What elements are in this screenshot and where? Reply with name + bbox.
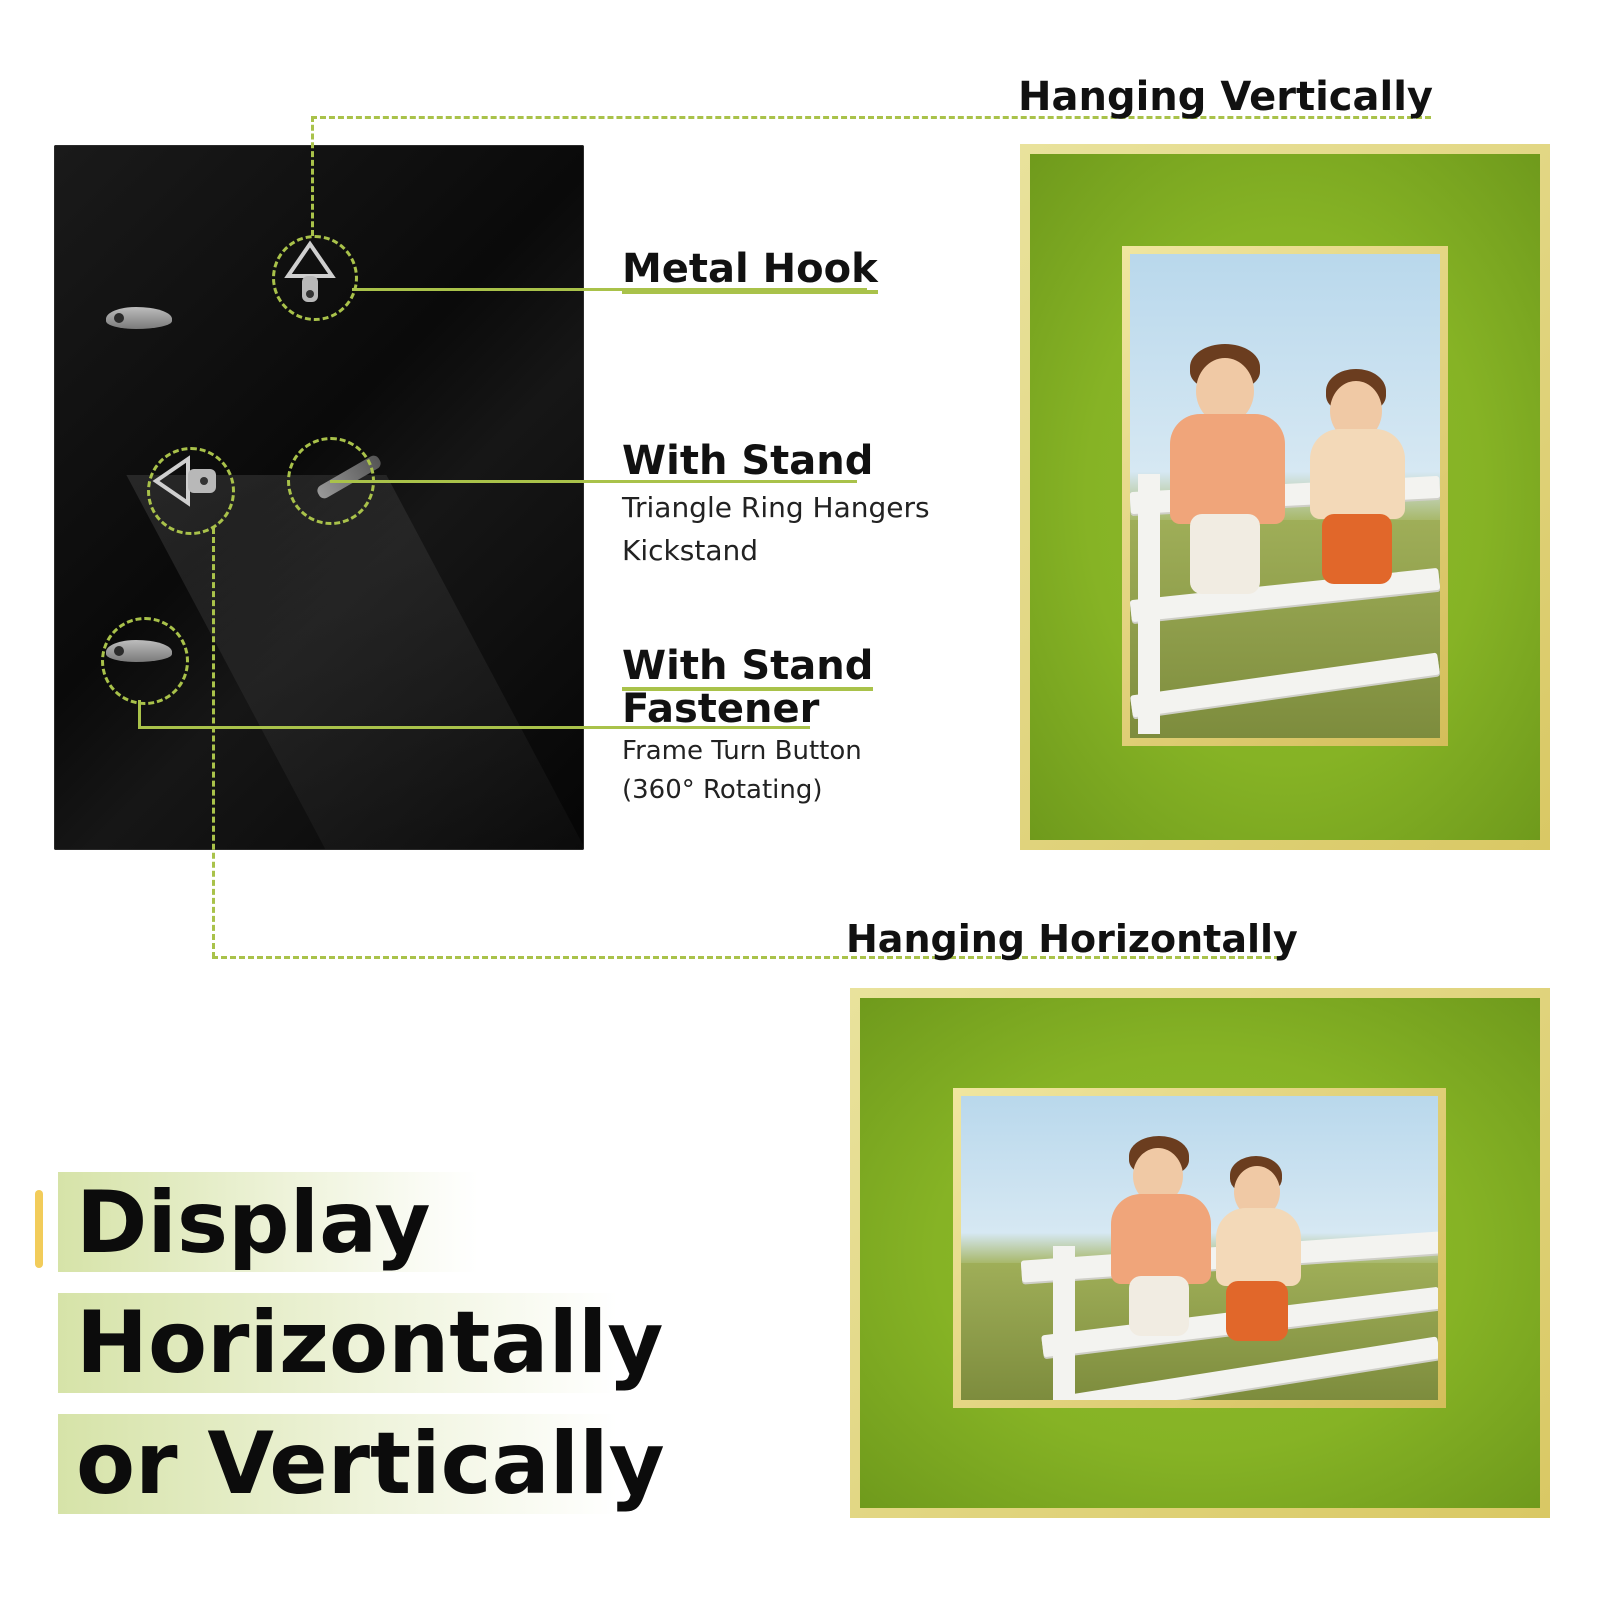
vertical-frame-photo: [1130, 254, 1440, 738]
stand-fastener-title-1: With Stand: [622, 643, 874, 691]
horizontal-frame: [850, 988, 1550, 1518]
tagline-line-3: or Vertically: [76, 1414, 665, 1514]
stand-fastener-title-2: Fastener: [622, 686, 820, 732]
metal-hook-title: Metal Hook: [622, 246, 878, 294]
stand-hangers-line2: Kickstand: [622, 534, 758, 567]
vertical-frame: [1020, 144, 1550, 850]
triangle-hanger-highlight: [147, 447, 235, 535]
fastener-leader-vertical: [138, 700, 141, 728]
tagline-line-1: Display: [76, 1173, 431, 1273]
vertical-connector-up: [311, 116, 314, 236]
hanging-vertically-heading: Hanging Vertically: [1018, 74, 1433, 120]
horizontal-frame-photo: [961, 1096, 1438, 1400]
hanging-horizontally-heading: Hanging Horizontally: [846, 917, 1298, 961]
stand-fastener-line2: (360° Rotating): [622, 775, 823, 805]
accent-bar: [35, 1190, 43, 1268]
metal-hook-leader: [352, 288, 867, 291]
tagline-band-2: [58, 1293, 618, 1393]
stand-hangers-leader: [330, 480, 857, 483]
tagline-band-3: [58, 1414, 618, 1514]
fastener-leader: [138, 726, 810, 729]
horizontal-connector-bottom: [212, 956, 1280, 959]
tagline-band-1: [58, 1172, 478, 1272]
turn-button-highlight: [101, 617, 189, 705]
stand-hangers-title: With Stand: [622, 438, 874, 484]
horizontal-connector-down: [212, 528, 215, 958]
metal-hook-highlight: [272, 235, 358, 321]
tagline-line-2: Horizontally: [76, 1293, 664, 1393]
vertical-connector-top: [311, 116, 1431, 119]
stand-fastener-line1: Frame Turn Button: [622, 736, 862, 766]
stand-hangers-line1: Triangle Ring Hangers: [622, 491, 930, 524]
turn-button-icon: [106, 307, 172, 329]
